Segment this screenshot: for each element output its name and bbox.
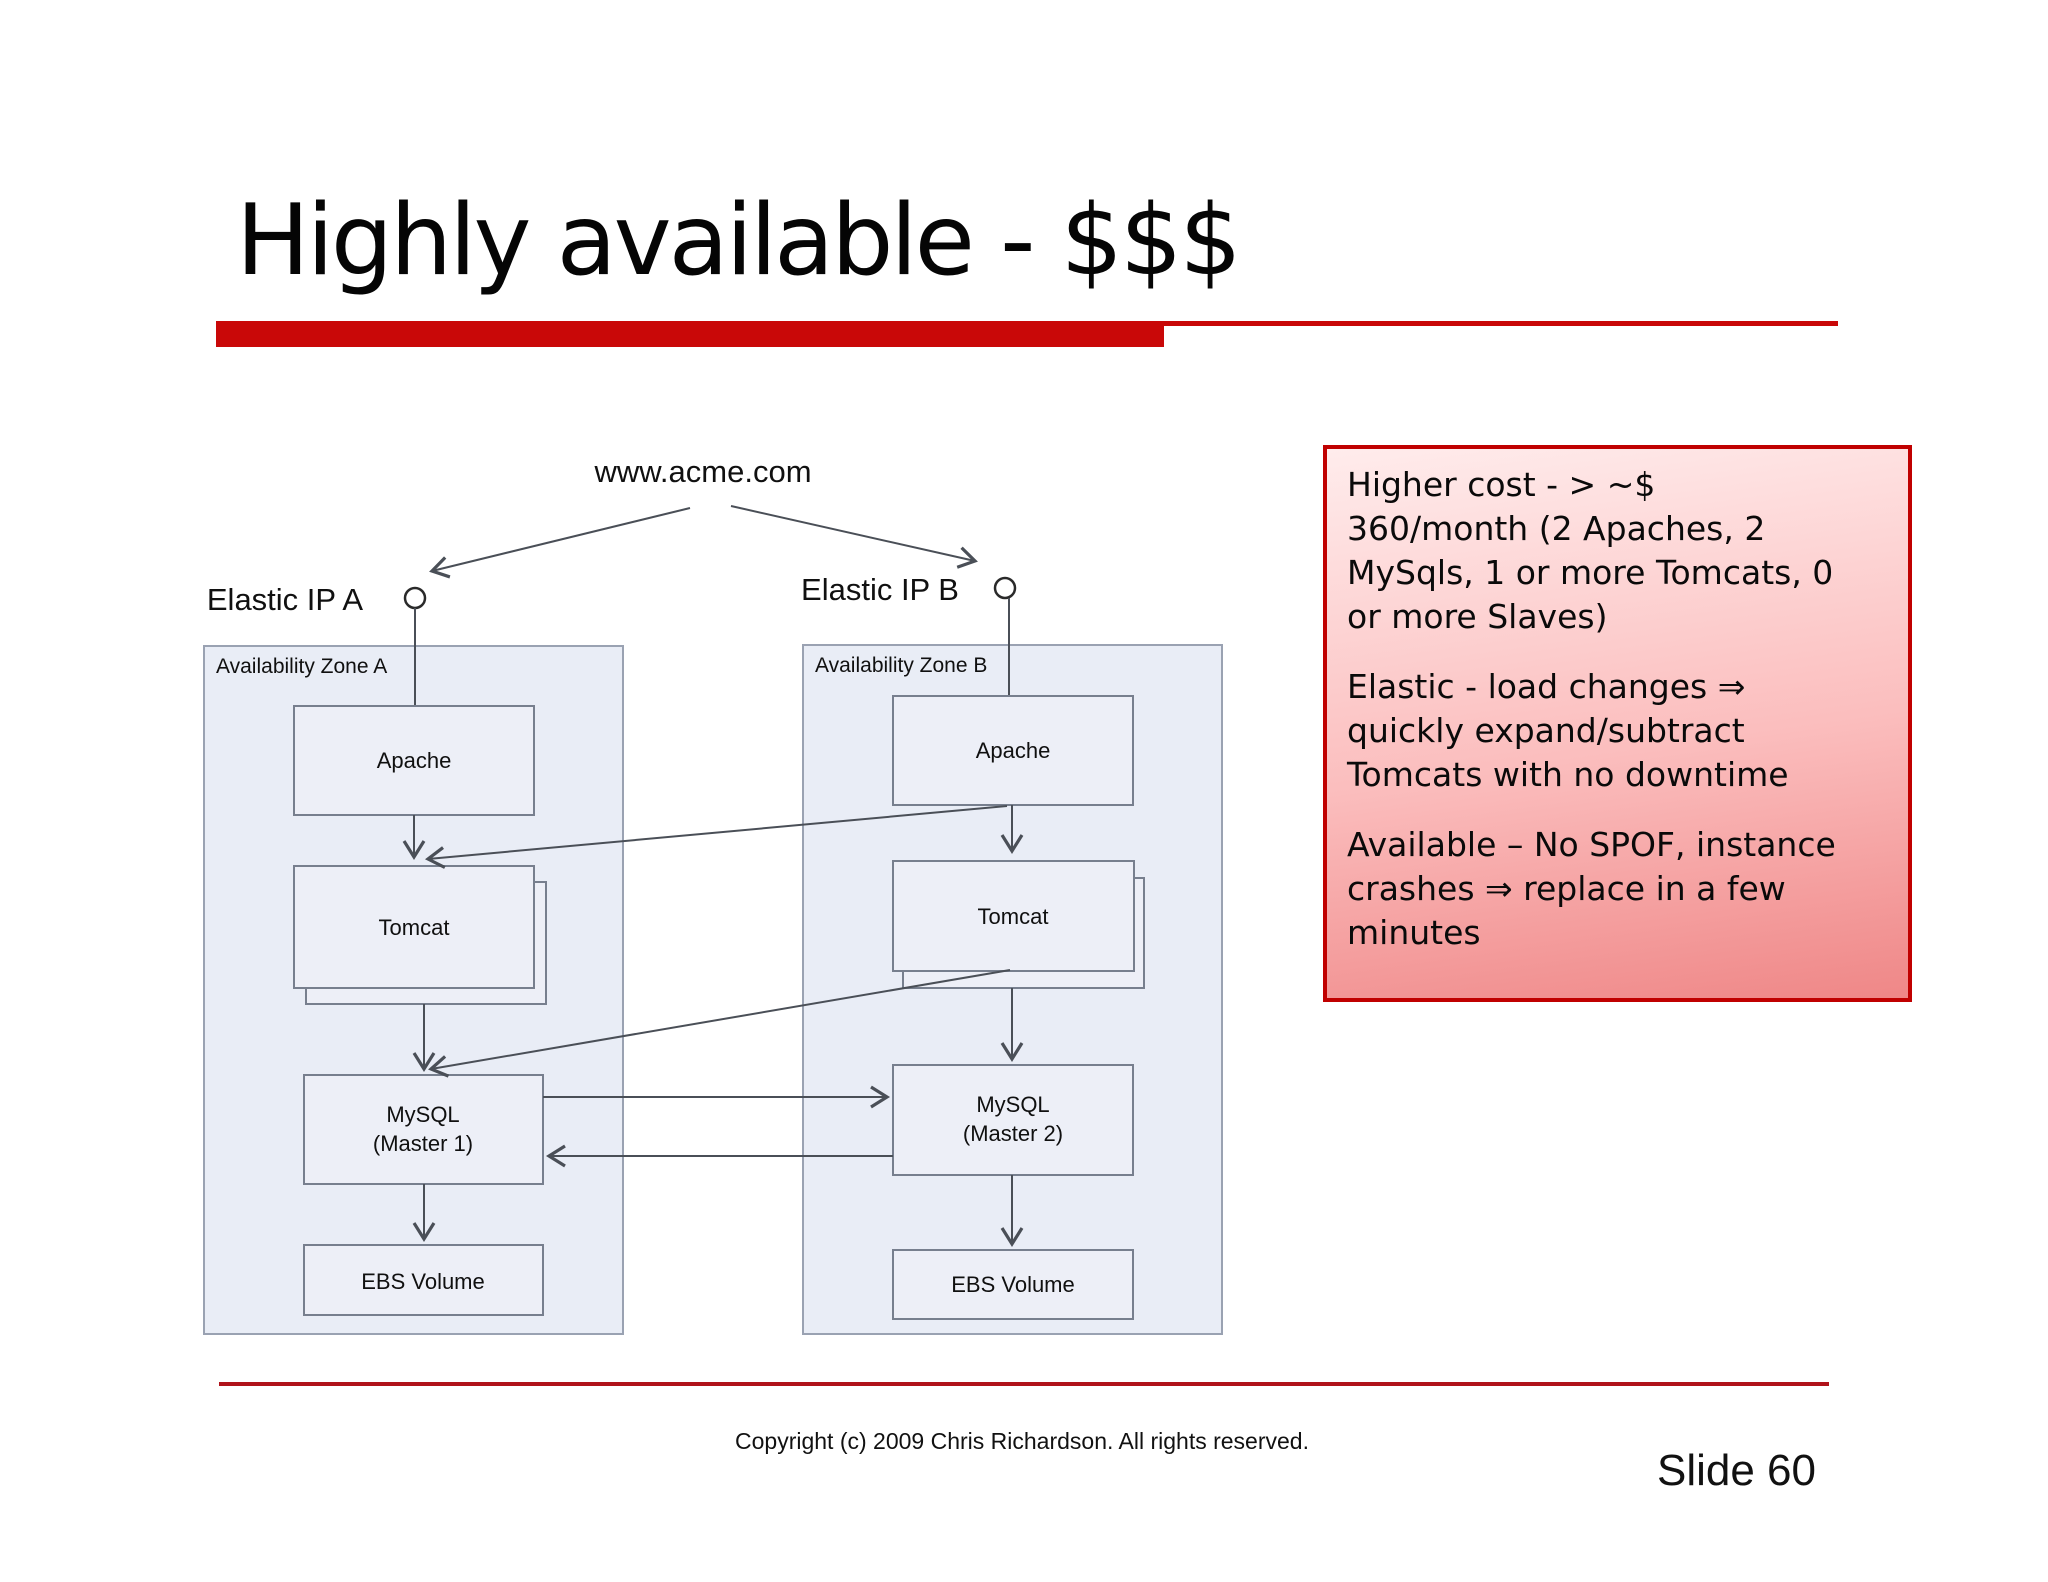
apache-a-label: Apache xyxy=(377,748,452,773)
tomcat-b-box xyxy=(892,860,1135,972)
copyright-text: Copyright (c) 2009 Chris Richardson. All… xyxy=(735,1428,1309,1454)
elastic-ip-a-label: Elastic IP A xyxy=(207,582,364,617)
tomcat-b-label: Tomcat xyxy=(978,904,1049,929)
apache-a-box xyxy=(293,705,535,816)
mysql-master2-label-line1: MySQL xyxy=(976,1092,1049,1117)
callout-paragraph-cost: Higher cost - > ~$ 360/month (2 Apaches,… xyxy=(1347,465,1834,636)
mysql-master2-label-line2: (Master 2) xyxy=(963,1121,1063,1146)
tomcat-a-label: Tomcat xyxy=(379,915,450,940)
apache-b-to-tomcat-a-arrow xyxy=(424,805,1008,869)
title-underline-line xyxy=(1164,321,1838,326)
ebs-volume-b-label: EBS Volume xyxy=(951,1272,1075,1297)
elastic-ip-b-label: Elastic IP B xyxy=(801,572,959,607)
apache-b-label: Apache xyxy=(976,738,1051,763)
ebs-volume-b-box xyxy=(892,1249,1134,1320)
dns-to-elastic-ip-b-arrow xyxy=(730,505,978,569)
callout-paragraph-available: Available – No SPOF, instance crashes ⇒ … xyxy=(1347,825,1836,952)
availability-zone-a-label: Availability Zone A xyxy=(216,655,387,678)
cost-elastic-available-callout: Higher cost - > ~$ 360/month (2 Apaches,… xyxy=(1323,445,1912,1002)
ebs-volume-a-box xyxy=(303,1244,544,1316)
title-underline-bar xyxy=(216,321,1164,347)
ebs-volume-a-label: EBS Volume xyxy=(361,1269,485,1294)
slide-number: Slide 60 xyxy=(1656,1446,1816,1495)
mysql-master1-label-line2: (Master 1) xyxy=(373,1131,473,1156)
dns-to-elastic-ip-a-arrow xyxy=(429,507,691,579)
availability-zone-b-label: Availability Zone B xyxy=(815,654,987,677)
mysql-master2-box xyxy=(892,1064,1134,1176)
apache-b-box xyxy=(892,695,1134,806)
dns-label: www.acme.com xyxy=(593,454,811,489)
elastic-ip-b-node xyxy=(993,576,1017,600)
page-title: Highly available - $$$ xyxy=(236,184,1242,298)
tomcat-a-box xyxy=(293,865,535,989)
tomcat-b-to-mysql1-arrow xyxy=(428,969,1011,1078)
callout-paragraph-elastic: Elastic - load changes ⇒ quickly expand/… xyxy=(1347,667,1789,794)
mysql-master1-label-line1: MySQL xyxy=(386,1102,459,1127)
mysql-master1-box xyxy=(303,1074,544,1185)
footer-divider xyxy=(219,1382,1829,1386)
elastic-ip-a-node xyxy=(403,586,427,610)
